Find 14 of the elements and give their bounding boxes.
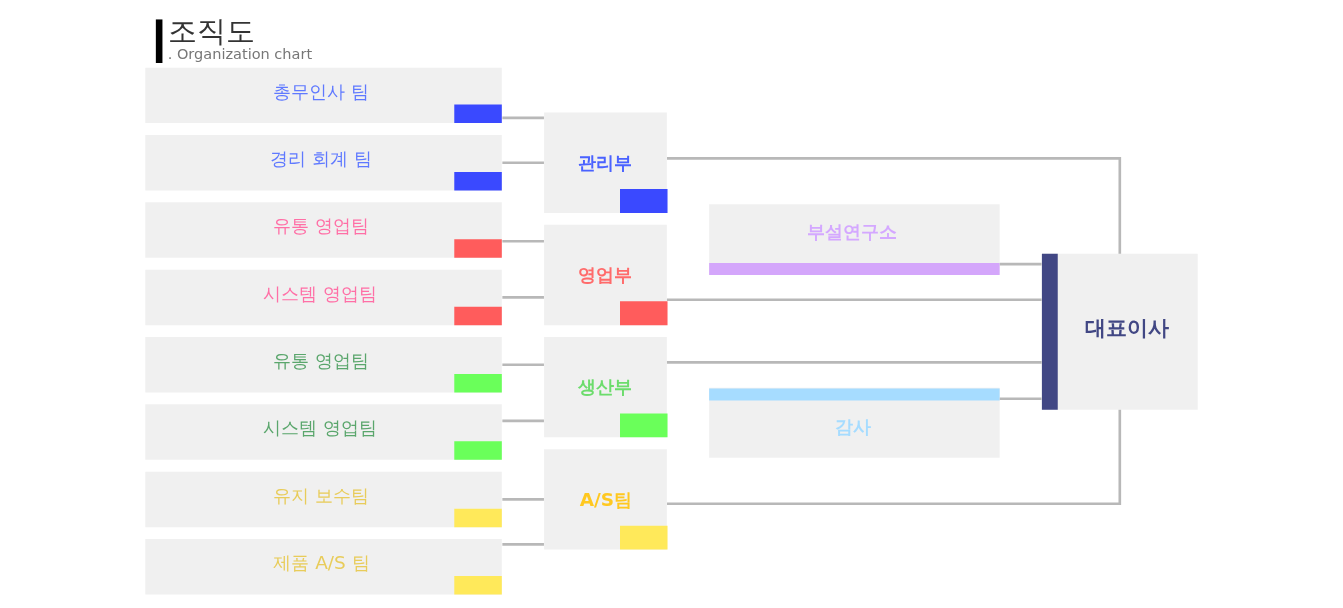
connector [502, 543, 544, 546]
connector [502, 239, 544, 243]
connector [502, 161, 544, 165]
connector [999, 397, 1042, 401]
connector [667, 157, 1122, 254]
connector [502, 296, 544, 299]
connector [666, 298, 1042, 302]
connector [502, 498, 544, 501]
connector [666, 361, 1042, 364]
connector [502, 116, 544, 120]
connector [502, 419, 544, 423]
connector [667, 409, 1122, 506]
connector [999, 262, 1042, 266]
connector [502, 363, 544, 367]
